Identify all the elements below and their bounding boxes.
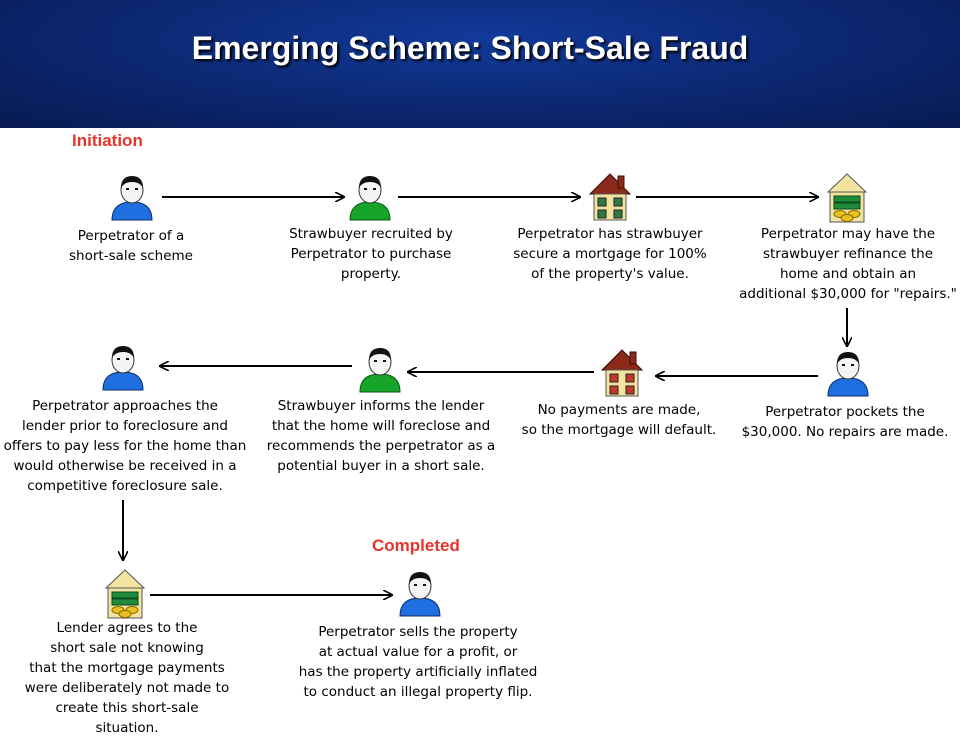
step-9-caption: Lender agrees to the short sale not know… [24, 620, 230, 736]
step-7-caption: Strawbuyer informs the lender that the h… [266, 398, 496, 474]
step-2-caption: Strawbuyer recruited by Perpetrator to p… [289, 226, 453, 282]
stage-label-completed: Completed [372, 536, 460, 555]
header-banner: Emerging Scheme: Short-Sale Fraud [0, 0, 960, 128]
step-6-caption: No payments are made, so the mortgage wi… [521, 402, 717, 438]
page-title: Emerging Scheme: Short-Sale Fraud [191, 30, 749, 66]
step-8-caption: Perpetrator approaches the lender prior … [3, 398, 247, 494]
step-4-caption: Perpetrator may have the strawbuyer refi… [739, 226, 957, 302]
step-5-caption: Perpetrator pockets the $30,000. No repa… [741, 404, 949, 440]
step-10-caption: Perpetrator sells the property at actual… [298, 624, 538, 700]
step-3-caption: Perpetrator has strawbuyer secure a mort… [513, 226, 707, 282]
connector-layer [0, 128, 960, 720]
step-1-caption: Perpetrator of a short-sale scheme [69, 228, 193, 264]
flow-diagram: Initiation Completed Perpetrator of a sh… [0, 128, 960, 736]
stage-label-initiation: Initiation [72, 131, 143, 150]
